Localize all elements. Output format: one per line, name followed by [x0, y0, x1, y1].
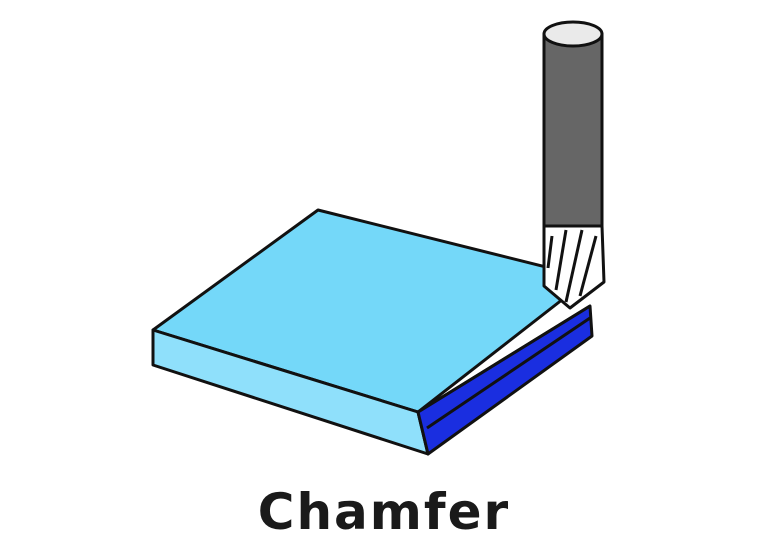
tool-top-end [542, 20, 604, 48]
tool-shank [542, 32, 604, 228]
chamfer-mill [542, 20, 606, 310]
cutter-flute-4 [578, 235, 598, 297]
plate-edge-outline [417, 304, 591, 414]
cutter-flute-1 [546, 235, 554, 269]
chamfer-bevel-line [426, 316, 591, 430]
diagram-caption: Chamfer [257, 483, 511, 541]
cutter-flute-3 [564, 229, 584, 303]
cutter-flute-2 [554, 229, 568, 291]
workpiece-plate [151, 208, 594, 456]
